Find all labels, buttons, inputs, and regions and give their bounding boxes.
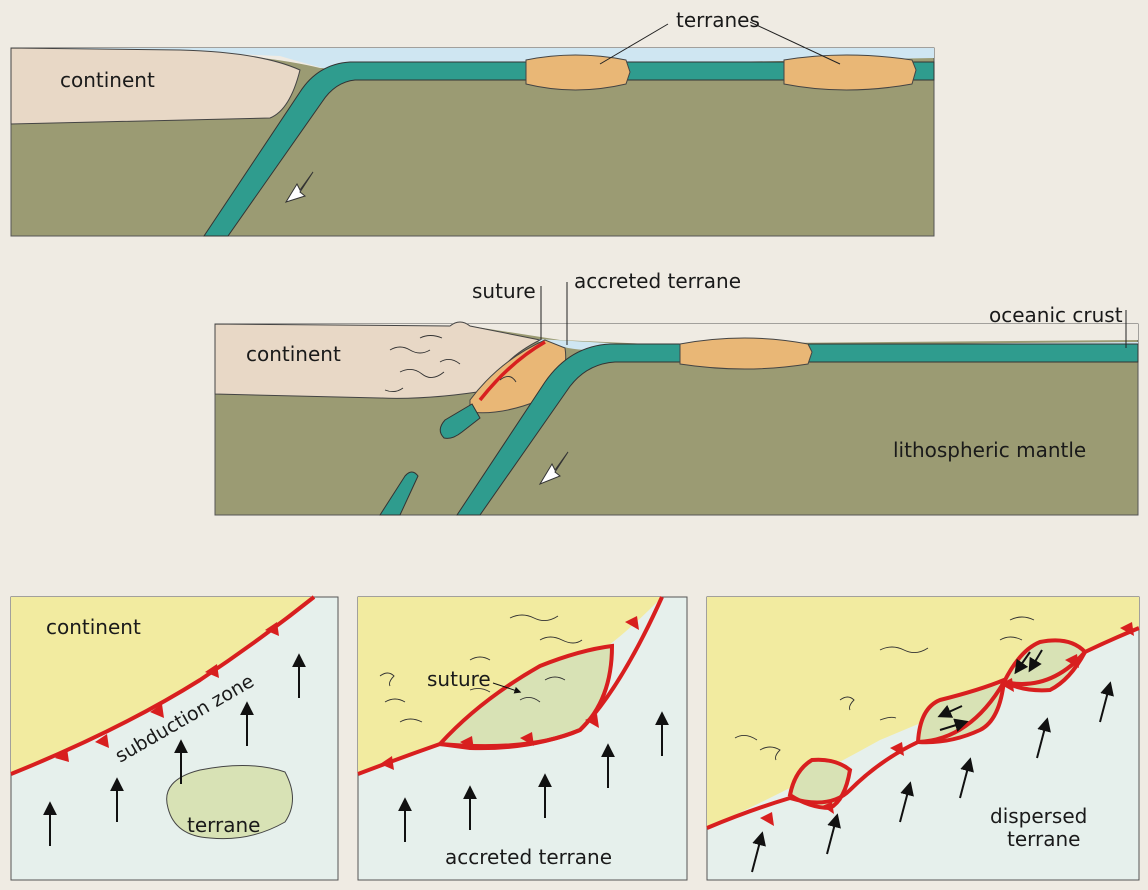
continent (214, 321, 542, 399)
shear-arrow-icon (939, 718, 969, 732)
oceanic-crust-label: oceanic crust (989, 303, 1123, 327)
continent-label: continent (60, 68, 155, 92)
terranes-label: terranes (676, 8, 760, 32)
accreted-terrane-label: accreted terrane (574, 269, 741, 293)
terrane-label: terrane (187, 813, 260, 837)
terrane-label: terrane (1007, 827, 1080, 851)
continent-label: continent (46, 615, 141, 639)
subduction-zone-line (706, 626, 1140, 830)
sea (11, 48, 934, 70)
detached-slab (439, 403, 481, 439)
motion-arrow-icon (1036, 717, 1051, 759)
sky (215, 324, 1138, 344)
terrane-shape (166, 765, 293, 840)
subduction-arrow-icon (284, 171, 314, 203)
panel-bottom-right-map: dispersed terrane (706, 596, 1140, 881)
subduction-arrow-icon (538, 451, 569, 486)
motion-arrow-icon (959, 757, 974, 799)
terranes-leader-2 (749, 21, 841, 65)
oceanic-crust (456, 343, 1139, 516)
panel-bottom-center-map: suture accreted terrane (357, 596, 688, 881)
dispersed-label: dispersed (990, 804, 1087, 828)
continent-label: continent (246, 342, 341, 366)
suture-label: suture (427, 667, 491, 691)
deformation-lines (379, 614, 583, 723)
terrane-2 (783, 54, 917, 91)
lithospheric-mantle-label: lithospheric mantle (893, 438, 1086, 462)
motion-arrow-icon (826, 813, 841, 855)
subduction-zone-line (357, 596, 664, 776)
shear-arrow-icon (1028, 649, 1043, 673)
panel-middle-cross-section: continent suture accreted terrane oceani… (214, 269, 1139, 516)
shear-arrow-icon (1014, 651, 1031, 675)
continent (10, 47, 301, 125)
suture-label: suture (472, 279, 536, 303)
deformation-lines (734, 616, 1035, 761)
terrane (679, 337, 813, 370)
terrane-1 (525, 54, 631, 91)
shear-arrow-icon (937, 704, 963, 718)
suture-line (478, 340, 546, 402)
panel-top-cross-section: continent terranes (10, 8, 935, 237)
deformation-lines (384, 335, 517, 393)
dispersed-terrane-1 (787, 757, 853, 811)
detached-slab-deep (379, 471, 419, 516)
motion-arrow-icon (1099, 681, 1114, 723)
accreted-terrane-caption: accreted terrane (445, 845, 612, 869)
motion-arrow-icon (751, 831, 766, 873)
suture-leader-arrow-icon (492, 682, 522, 694)
continent-area (11, 597, 314, 774)
terranes-leader-1 (599, 23, 669, 65)
motion-arrow-icon (899, 781, 914, 823)
panel-bottom-left-map: continent subduction zone terrane (10, 595, 339, 881)
